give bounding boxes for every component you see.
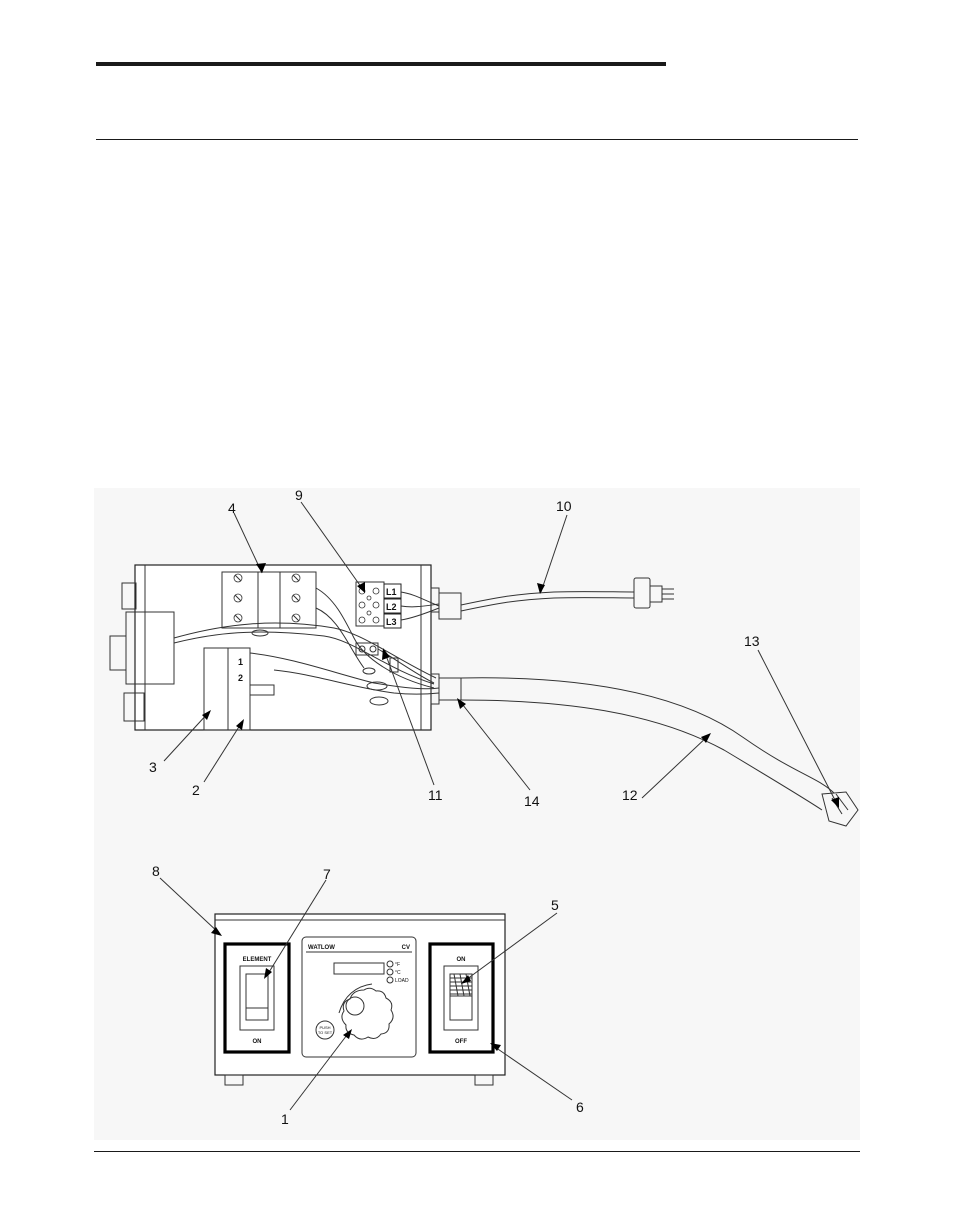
callout-13: 13 [744, 633, 760, 649]
relay-pin-2: 2 [238, 673, 243, 683]
callout-2: 2 [192, 782, 200, 798]
callout-14: 14 [524, 793, 540, 809]
callout-3: 3 [149, 759, 157, 775]
terminal-l1: L1 [386, 587, 397, 597]
to-set-label: TO SET [318, 1030, 333, 1035]
relay-pin-1: 1 [238, 657, 243, 667]
indicator-c: °C [395, 970, 401, 976]
controller-brand: WATLOW [308, 945, 335, 951]
footer-rule [94, 1151, 860, 1152]
front-view: ELEMENT ON WATLOW CV °F °C LOAD PUSH TO … [215, 914, 505, 1085]
callout-11: 11 [428, 787, 443, 803]
header-rule-thick [96, 62, 666, 66]
power-off-label: OFF [455, 1039, 467, 1045]
element-label: ELEMENT [243, 957, 272, 963]
element-on-label: ON [253, 1039, 262, 1045]
terminal-l3: L3 [386, 617, 397, 627]
controller-model: CV [402, 945, 410, 951]
parts-diagram: L1 L2 L3 1 2 [94, 488, 860, 1140]
callout-1: 1 [281, 1111, 289, 1127]
parts-figure: L1 L2 L3 1 2 [94, 488, 860, 1140]
callout-7: 7 [323, 866, 331, 882]
callout-6: 6 [576, 1099, 584, 1115]
power-cord [461, 578, 674, 611]
callout-5: 5 [551, 897, 559, 913]
header-rule-thin [96, 139, 858, 140]
internal-view: L1 L2 L3 1 2 [110, 565, 858, 826]
callout-10: 10 [556, 498, 572, 514]
callout-12: 12 [622, 787, 638, 803]
power-on-label: ON [457, 957, 466, 963]
indicator-load: LOAD [395, 978, 409, 984]
conduit [461, 678, 858, 826]
terminal-l2: L2 [386, 602, 397, 612]
indicator-f: °F [395, 962, 400, 968]
callout-9: 9 [295, 488, 303, 503]
callout-4: 4 [228, 500, 236, 516]
callout-8: 8 [152, 863, 160, 879]
